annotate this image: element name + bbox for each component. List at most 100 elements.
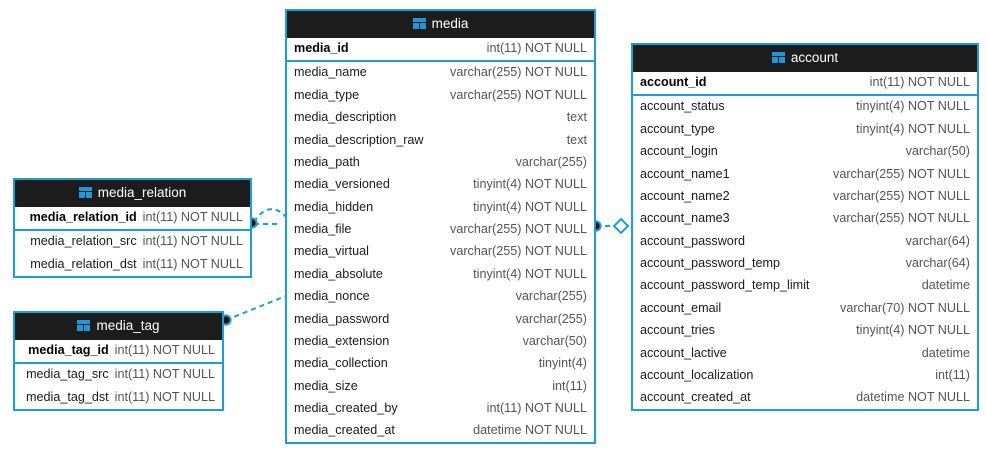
table-row[interactable]: media_path varchar(255)	[287, 151, 594, 173]
column-name: media_path	[294, 154, 360, 169]
column-name: media_description	[294, 110, 397, 125]
column-type: int(11) NOT NULL	[142, 210, 243, 225]
column-name: media_id	[294, 41, 349, 56]
table-media_tag-pk-section: media_tag_id int(11) NOT NULL	[15, 340, 222, 364]
table-account[interactable]: account account_id int(11) NOT NULL acco…	[631, 43, 979, 412]
column-name: account_name2	[640, 188, 730, 203]
table-icon	[78, 187, 92, 199]
column-type: datetime NOT NULL	[473, 423, 587, 438]
column-name: media_tag_id	[28, 343, 109, 358]
column-type: tinyint(4) NOT NULL	[856, 323, 970, 338]
table-row[interactable]: account_id int(11) NOT NULL	[633, 72, 977, 94]
table-media_tag-header: media_tag	[15, 313, 222, 340]
column-name: account_created_at	[640, 390, 751, 405]
column-name: account_localization	[640, 367, 754, 382]
table-media_relation[interactable]: media_relation media_relation_id int(11)…	[13, 178, 252, 278]
column-type: varchar(50)	[522, 333, 587, 348]
connector-diamond-account-left	[612, 217, 630, 235]
column-type: int(11) NOT NULL	[142, 234, 243, 249]
table-row[interactable]: media_collection tinyint(4)	[287, 353, 594, 375]
column-name: account_name1	[640, 166, 730, 181]
column-type: int(11) NOT NULL	[114, 389, 215, 404]
table-row[interactable]: media_relation_dst int(11) NOT NULL	[15, 253, 250, 275]
table-account-pk-section: account_id int(11) NOT NULL	[633, 72, 977, 96]
table-row[interactable]: media_extension varchar(50)	[287, 330, 594, 352]
table-account-header: account	[633, 45, 977, 72]
column-type: tinyint(4) NOT NULL	[856, 121, 970, 136]
column-type: tinyint(4) NOT NULL	[473, 199, 587, 214]
column-name: account_email	[640, 300, 722, 315]
column-type: text	[566, 110, 587, 125]
table-row[interactable]: media_file varchar(255) NOT NULL	[287, 219, 594, 241]
column-type: varchar(255)	[515, 154, 587, 169]
table-row[interactable]: media_id int(11) NOT NULL	[287, 38, 594, 60]
column-name: media_hidden	[294, 199, 374, 214]
table-media[interactable]: media media_id int(11) NOT NULL media_na…	[285, 9, 596, 445]
column-name: account_tries	[640, 323, 715, 338]
table-media_relation-title: media_relation	[97, 185, 187, 200]
column-name: media_absolute	[294, 266, 383, 281]
column-type: varchar(50)	[905, 144, 970, 159]
column-type: text	[566, 132, 587, 147]
column-type: tinyint(4) NOT NULL	[856, 99, 970, 114]
table-account-title: account	[790, 50, 839, 65]
column-name: media_size	[294, 378, 358, 393]
table-row[interactable]: account_status tinyint(4) NOT NULL	[633, 96, 977, 118]
table-account-columns: account_status tinyint(4) NOT NULL accoun…	[633, 96, 977, 409]
column-name: media_extension	[294, 333, 390, 348]
relationship-media_relation-media-curve	[253, 208, 286, 223]
column-name: media_collection	[294, 356, 388, 371]
column-name: media_type	[294, 87, 360, 102]
column-name: media_relation_dst	[30, 256, 137, 271]
column-type: int(11) NOT NULL	[486, 401, 587, 416]
table-media_tag[interactable]: media_tag media_tag_id int(11) NOT NULL …	[13, 311, 224, 411]
table-media_relation-pk-section: media_relation_id int(11) NOT NULL	[15, 207, 250, 231]
table-row[interactable]: account_tries tinyint(4) NOT NULL	[633, 320, 977, 342]
table-icon	[412, 18, 426, 30]
table-media-title: media	[431, 16, 469, 31]
table-row[interactable]: media_description text	[287, 107, 594, 129]
table-row[interactable]: media_hidden tinyint(4) NOT NULL	[287, 196, 594, 218]
relationship-media_tag-media	[225, 295, 287, 321]
column-type: int(11) NOT NULL	[142, 256, 243, 271]
table-row[interactable]: media_relation_id int(11) NOT NULL	[15, 207, 250, 229]
table-row[interactable]: media_tag_id int(11) NOT NULL	[15, 340, 222, 362]
column-type: tinyint(4)	[538, 356, 587, 371]
column-type: varchar(255) NOT NULL	[450, 222, 587, 237]
column-type: varchar(64)	[905, 256, 970, 271]
column-type: datetime	[921, 345, 970, 360]
column-name: account_password	[640, 233, 746, 248]
column-name: media_file	[294, 222, 352, 237]
column-name: account_id	[640, 75, 707, 90]
column-name: account_status	[640, 99, 725, 114]
